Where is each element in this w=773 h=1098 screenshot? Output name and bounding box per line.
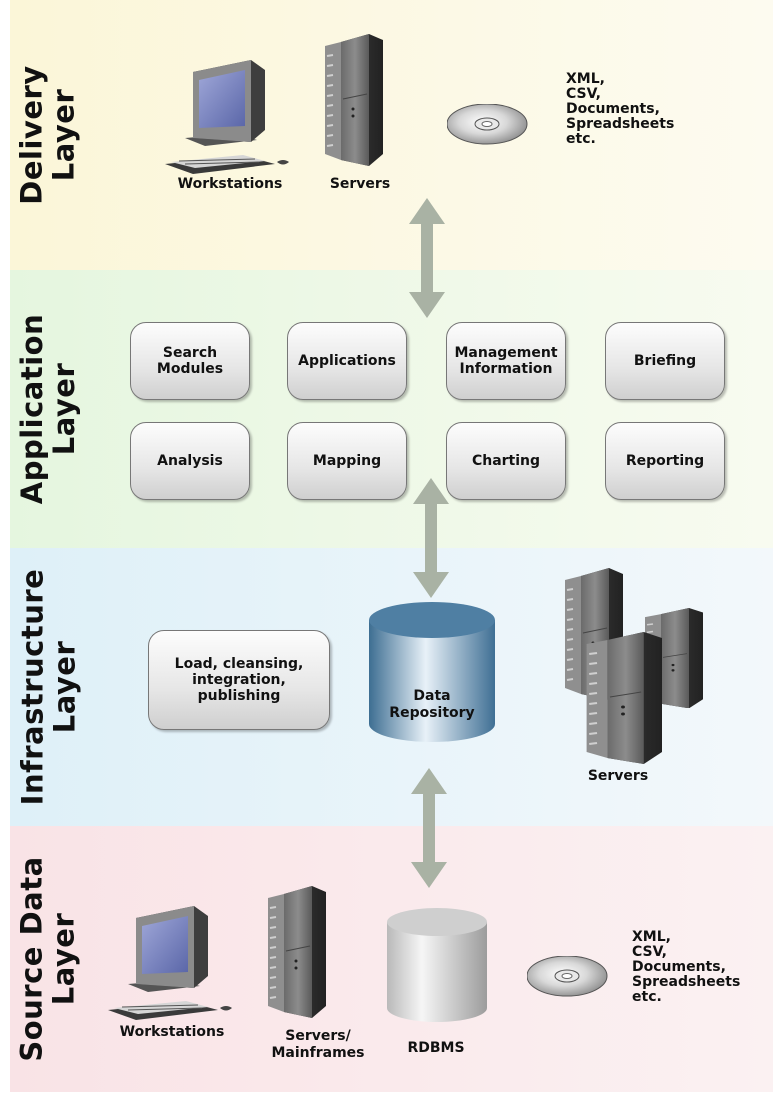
source-servers-mainframes-label: Servers/ Mainframes	[271, 1028, 365, 1061]
search-modules-box: Search Modules	[130, 322, 250, 400]
charting-box: Charting	[446, 422, 566, 500]
source-data-layer-label: Source Data Layer	[15, 856, 82, 1062]
delivery-servers-label: Servers	[329, 176, 391, 192]
server-tower-icon	[267, 886, 327, 1019]
delivery-workstations-label: Workstations	[177, 176, 283, 192]
load-cleansing-box: Load, cleansing, integration, publishing	[148, 630, 330, 730]
bidirectional-arrow-icon	[411, 768, 447, 888]
infrastructure-servers-label: Servers	[587, 768, 649, 784]
source-workstations-label: Workstations	[119, 1024, 225, 1040]
data-repository-label: Data Repository	[389, 688, 475, 721]
rdbms-label: RDBMS	[407, 1040, 465, 1056]
source-file-formats: XML, CSV, Documents, Spreadsheets etc.	[632, 929, 741, 1005]
cd-disc-icon	[447, 104, 528, 145]
bidirectional-arrow-icon	[413, 478, 449, 598]
application-layer-band	[10, 270, 773, 548]
delivery-layer-label: Delivery Layer	[15, 65, 81, 205]
server-tower-icon	[585, 632, 664, 766]
mapping-box: Mapping	[287, 422, 407, 500]
application-layer-label: Application Layer	[15, 313, 82, 505]
workstation-icon	[165, 60, 290, 175]
infrastructure-layer-label: Infrastructure Layer	[15, 568, 82, 806]
briefing-box: Briefing	[605, 322, 725, 400]
server-tower-icon	[324, 34, 384, 167]
cd-disc-icon	[527, 956, 608, 997]
analysis-box: Analysis	[130, 422, 250, 500]
data-repository-cylinder	[369, 602, 495, 742]
database-cylinder-icon	[387, 908, 487, 1022]
delivery-file-formats: XML, CSV, Documents, Spreadsheets etc.	[566, 71, 675, 147]
bidirectional-arrow-icon	[409, 198, 445, 318]
management-information-box: Management Information	[446, 322, 566, 400]
reporting-box: Reporting	[605, 422, 725, 500]
workstation-icon	[108, 906, 233, 1021]
applications-box: Applications	[287, 322, 407, 400]
delivery-layer-band	[10, 0, 773, 270]
